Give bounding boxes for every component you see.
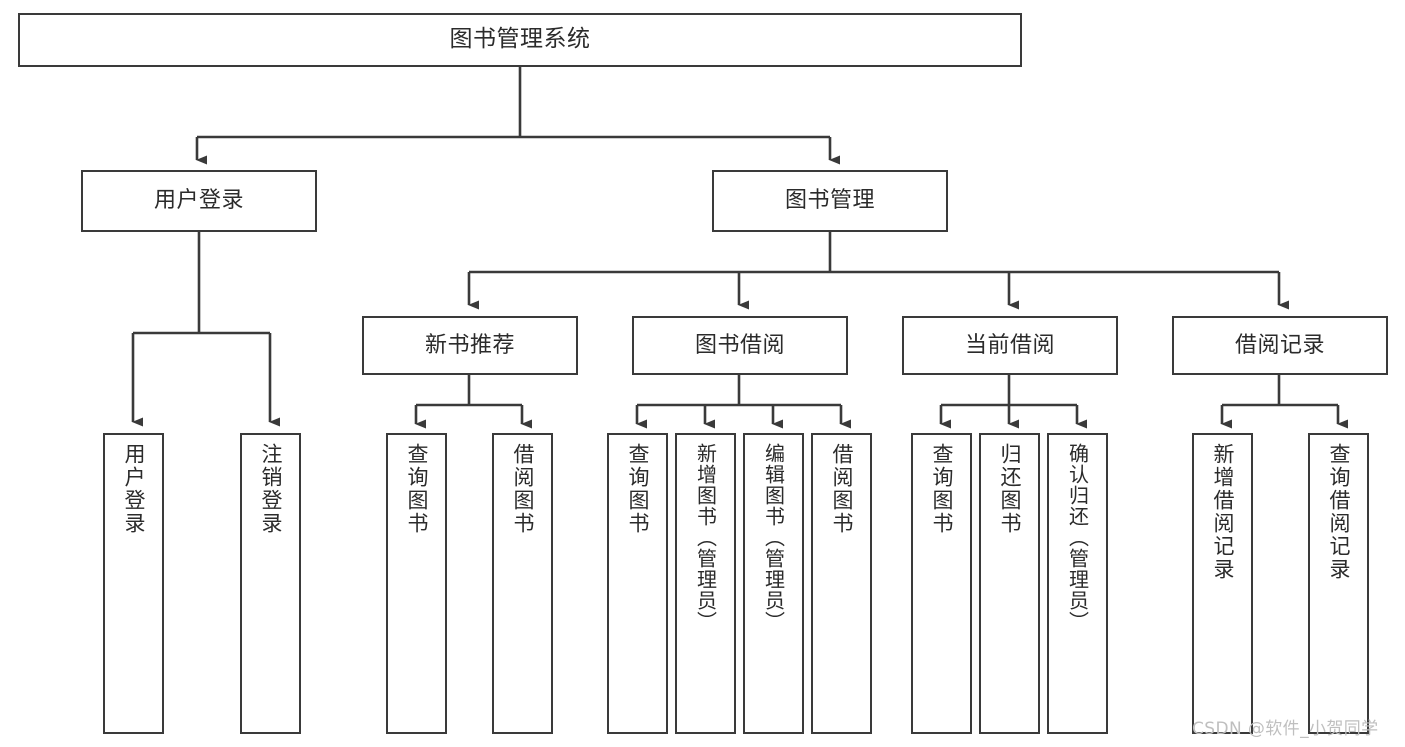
leaf-query-borrow-record[interactable]: 查询借阅记录 [1308,433,1369,734]
watermark-text: CSDN @软件_小贺同学 [1192,719,1379,739]
leaf-user-logout[interactable]: 注销登录 [240,433,301,734]
node-current-borrow[interactable]: 当前借阅 [902,316,1118,375]
node-label: 图书管理 [784,188,875,214]
leaf-edit-book-admin[interactable]: 编辑图书（管理员） [743,433,804,734]
node-label: 新书推荐 [424,332,515,358]
leaf-query-book-current[interactable]: 查询图书 [911,433,972,734]
node-label: 确认归还（管理员） [1065,443,1090,632]
node-user-login[interactable]: 用户登录 [81,170,317,232]
node-label: 用户登录 [122,443,146,535]
node-label: 归还图书 [998,443,1022,535]
node-label: 查询图书 [930,443,954,535]
node-label: 用户登录 [153,188,244,214]
node-root-system[interactable]: 图书管理系统 [18,13,1022,67]
node-label: 借阅图书 [511,443,535,535]
node-label: 借阅图书 [830,443,854,535]
node-label: 新增图书（管理员） [693,443,718,632]
node-label: 图书管理系统 [449,26,591,53]
leaf-add-book-admin[interactable]: 新增图书（管理员） [675,433,736,734]
node-new-book-recommend[interactable]: 新书推荐 [362,316,578,375]
node-label: 编辑图书（管理员） [761,443,786,632]
node-label: 查询图书 [405,443,429,535]
node-label: 当前借阅 [964,332,1055,358]
node-label: 借阅记录 [1234,332,1325,358]
node-label: 注销登录 [259,443,283,535]
node-label: 新增借阅记录 [1211,443,1235,581]
leaf-add-borrow-record[interactable]: 新增借阅记录 [1192,433,1253,734]
leaf-confirm-return-admin[interactable]: 确认归还（管理员） [1047,433,1108,734]
node-label: 图书借阅 [694,332,785,358]
node-borrow-record[interactable]: 借阅记录 [1172,316,1388,375]
leaf-borrow-book-new[interactable]: 借阅图书 [492,433,553,734]
node-book-borrow[interactable]: 图书借阅 [632,316,848,375]
leaf-borrow-book[interactable]: 借阅图书 [811,433,872,734]
node-book-management[interactable]: 图书管理 [712,170,948,232]
leaf-query-book-new[interactable]: 查询图书 [386,433,447,734]
leaf-user-login[interactable]: 用户登录 [103,433,164,734]
leaf-query-book-borrow[interactable]: 查询图书 [607,433,668,734]
node-label: 查询图书 [626,443,650,535]
node-label: 查询借阅记录 [1327,443,1351,581]
leaf-return-book[interactable]: 归还图书 [979,433,1040,734]
